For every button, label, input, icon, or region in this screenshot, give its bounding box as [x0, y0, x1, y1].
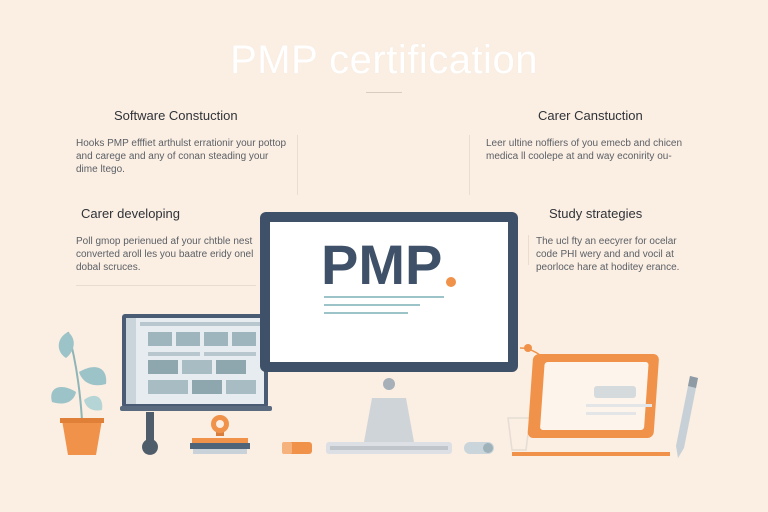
monitor-logo: PMP [321, 233, 442, 296]
title-divider [366, 92, 402, 93]
monitor-icon [260, 212, 518, 454]
plant-icon [51, 331, 107, 455]
logo-dot [446, 277, 456, 287]
section-career-developing: Carer developing Poll gmop perienued af … [76, 206, 276, 274]
screen-line [324, 312, 408, 314]
laptop-icon [120, 314, 272, 455]
divider-line [297, 135, 298, 195]
glass-icon [507, 417, 531, 451]
section-software-construction: Software Constuction Hooks PMP efffiet a… [76, 108, 291, 176]
section-heading: Carer developing [81, 206, 181, 221]
section-text: Hooks PMP efffiet arthulst errationir yo… [76, 138, 287, 175]
divider-line [469, 135, 470, 195]
tablet-icon [512, 354, 670, 456]
section-heading: Study strategies [549, 206, 643, 221]
section-heading: Software Constuction [114, 108, 238, 123]
divider-line [76, 285, 256, 286]
section-career-construction: Carer Canstuction Leer ultine noffiers o… [486, 108, 701, 163]
screen-line [324, 296, 444, 298]
divider-line [528, 235, 529, 265]
section-text: Poll gmop perienued af your chtble nest … [76, 236, 254, 273]
page-title: PMP certification [230, 38, 538, 82]
section-heading: Carer Canstuction [538, 108, 643, 123]
pen-icon [676, 376, 698, 458]
section-text: Leer ultine noffiers of you emecb and ch… [486, 138, 683, 162]
screen-line [324, 304, 420, 306]
section-study-strategies: Study strategies The ucl fty an eecyrer … [536, 206, 701, 274]
section-text: The ucl fty an eecyrer for ocelar code P… [536, 236, 680, 273]
books-icon [190, 415, 250, 454]
